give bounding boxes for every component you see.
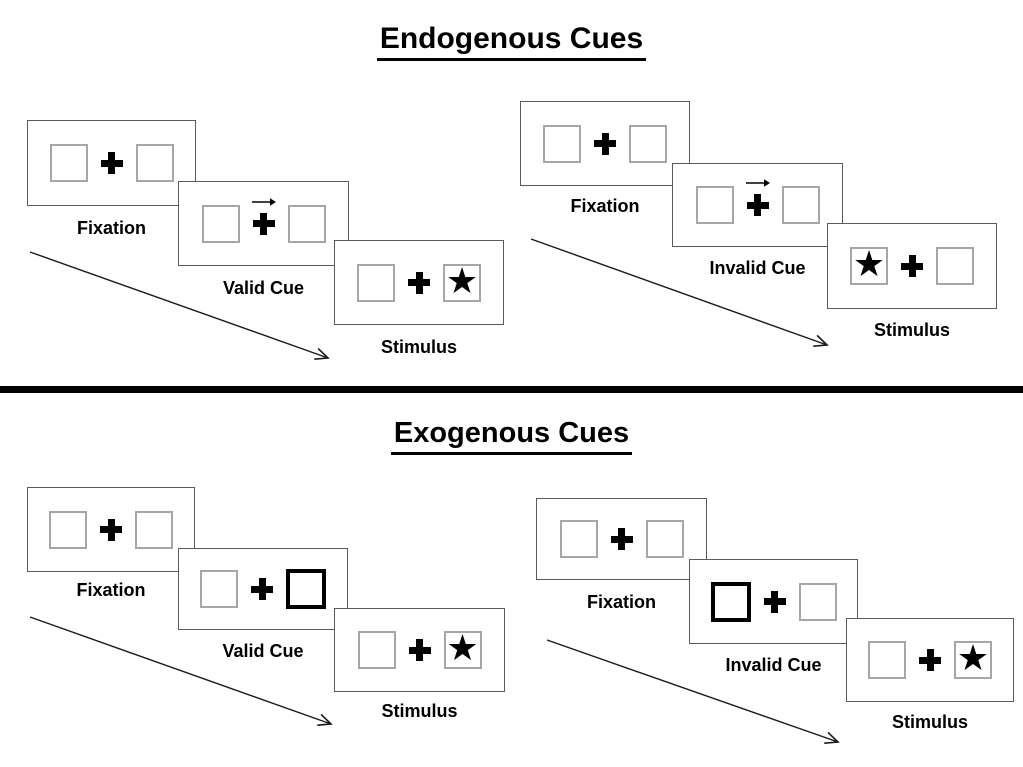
endogenous-valid-fixation-screen bbox=[27, 120, 196, 206]
right-location-square bbox=[781, 186, 820, 224]
fixation-cross-icon bbox=[408, 639, 431, 661]
section-title-exogenous: Exogenous Cues bbox=[0, 417, 1023, 455]
right-location-square: ★ bbox=[443, 260, 481, 302]
endogenous-valid-fixation-label: Fixation bbox=[76, 218, 146, 238]
timeline-arrow-endogenous-invalid bbox=[530, 238, 829, 347]
endogenous-invalid-stimulus-label: Stimulus bbox=[873, 320, 950, 340]
left-location-square bbox=[868, 641, 906, 679]
endogenous-invalid-fixation-screen bbox=[520, 101, 690, 186]
endogenous-invalid-cue-screen bbox=[672, 163, 843, 247]
left-location-square bbox=[49, 144, 88, 182]
timeline-arrow-endogenous-valid bbox=[29, 251, 330, 360]
endogenous-valid-cue-screen bbox=[178, 181, 349, 266]
right-location-square bbox=[287, 204, 326, 243]
exogenous-valid-cue-screen bbox=[178, 548, 348, 630]
star-target-icon: ★ bbox=[446, 628, 479, 669]
fixation-cross-icon bbox=[408, 271, 430, 294]
right-location-square-cue-highlight bbox=[286, 569, 326, 609]
right-location-square bbox=[936, 247, 974, 285]
fixation-cross-icon bbox=[745, 179, 770, 216]
exogenous-valid-fixation-screen bbox=[27, 487, 195, 572]
endogenous-invalid-stimulus-screen: ★ bbox=[827, 223, 997, 309]
endogenous-valid-stimulus-label: Stimulus bbox=[380, 337, 457, 357]
timeline-arrow-exogenous-invalid bbox=[546, 639, 840, 745]
exogenous-valid-fixation-label: Fixation bbox=[76, 580, 146, 600]
exogenous-invalid-cue-screen bbox=[689, 559, 858, 644]
right-location-square bbox=[135, 144, 174, 182]
exogenous-invalid-fixation-screen bbox=[536, 498, 707, 580]
right-location-square bbox=[645, 520, 684, 558]
fixation-cross-icon bbox=[251, 578, 273, 600]
exogenous-invalid-fixation-label: Fixation bbox=[586, 592, 656, 612]
fixation-cross-icon bbox=[594, 132, 616, 155]
star-target-icon: ★ bbox=[445, 260, 479, 302]
left-location-square bbox=[200, 570, 238, 608]
left-location-square bbox=[695, 186, 734, 224]
exogenous-valid-stimulus-screen: ★ bbox=[334, 608, 505, 692]
timeline-arrow-exogenous-valid bbox=[29, 616, 333, 726]
fixation-cross-icon bbox=[763, 590, 786, 613]
fixation-cross-icon bbox=[901, 255, 923, 277]
cue-arrow-right-icon bbox=[745, 179, 770, 187]
left-location-square: ★ bbox=[850, 247, 888, 285]
left-location-square bbox=[543, 124, 581, 163]
left-location-square bbox=[357, 631, 396, 669]
exogenous-valid-cue-label: Valid Cue bbox=[222, 641, 304, 661]
exogenous-invalid-cue-label: Invalid Cue bbox=[725, 655, 822, 675]
exogenous-invalid-stimulus-screen: ★ bbox=[846, 618, 1014, 702]
fixation-cross-icon bbox=[251, 197, 276, 235]
fixation-cross-icon bbox=[919, 649, 941, 671]
fixation-cross-icon bbox=[100, 152, 123, 174]
cue-arrow-right-icon bbox=[251, 197, 276, 206]
endogenous-valid-stimulus-screen: ★ bbox=[334, 240, 504, 325]
left-location-square bbox=[357, 263, 395, 302]
section-title-endogenous: Endogenous Cues bbox=[0, 22, 1023, 61]
section-title-exogenous-text: Exogenous Cues bbox=[390, 417, 633, 455]
endogenous-valid-cue-label: Valid Cue bbox=[222, 278, 305, 298]
right-location-square bbox=[629, 124, 667, 163]
left-location-square bbox=[559, 520, 598, 558]
section-divider bbox=[0, 386, 1023, 393]
fixation-cross-icon bbox=[100, 518, 122, 541]
star-target-icon: ★ bbox=[956, 638, 990, 679]
section-title-endogenous-text: Endogenous Cues bbox=[376, 22, 647, 61]
endogenous-invalid-fixation-label: Fixation bbox=[570, 196, 640, 216]
right-location-square bbox=[135, 510, 173, 549]
right-location-square: ★ bbox=[443, 628, 482, 669]
right-location-square: ★ bbox=[954, 641, 992, 679]
endogenous-invalid-cue-label: Invalid Cue bbox=[709, 258, 806, 278]
exogenous-valid-stimulus-label: Stimulus bbox=[381, 701, 458, 721]
left-location-square bbox=[201, 204, 240, 243]
right-location-square bbox=[798, 582, 837, 621]
star-target-icon: ★ bbox=[852, 244, 886, 285]
exogenous-invalid-stimulus-label: Stimulus bbox=[891, 712, 968, 732]
left-location-square bbox=[49, 510, 87, 549]
fixation-cross-icon bbox=[610, 528, 633, 550]
left-location-square-cue-highlight bbox=[710, 581, 751, 622]
